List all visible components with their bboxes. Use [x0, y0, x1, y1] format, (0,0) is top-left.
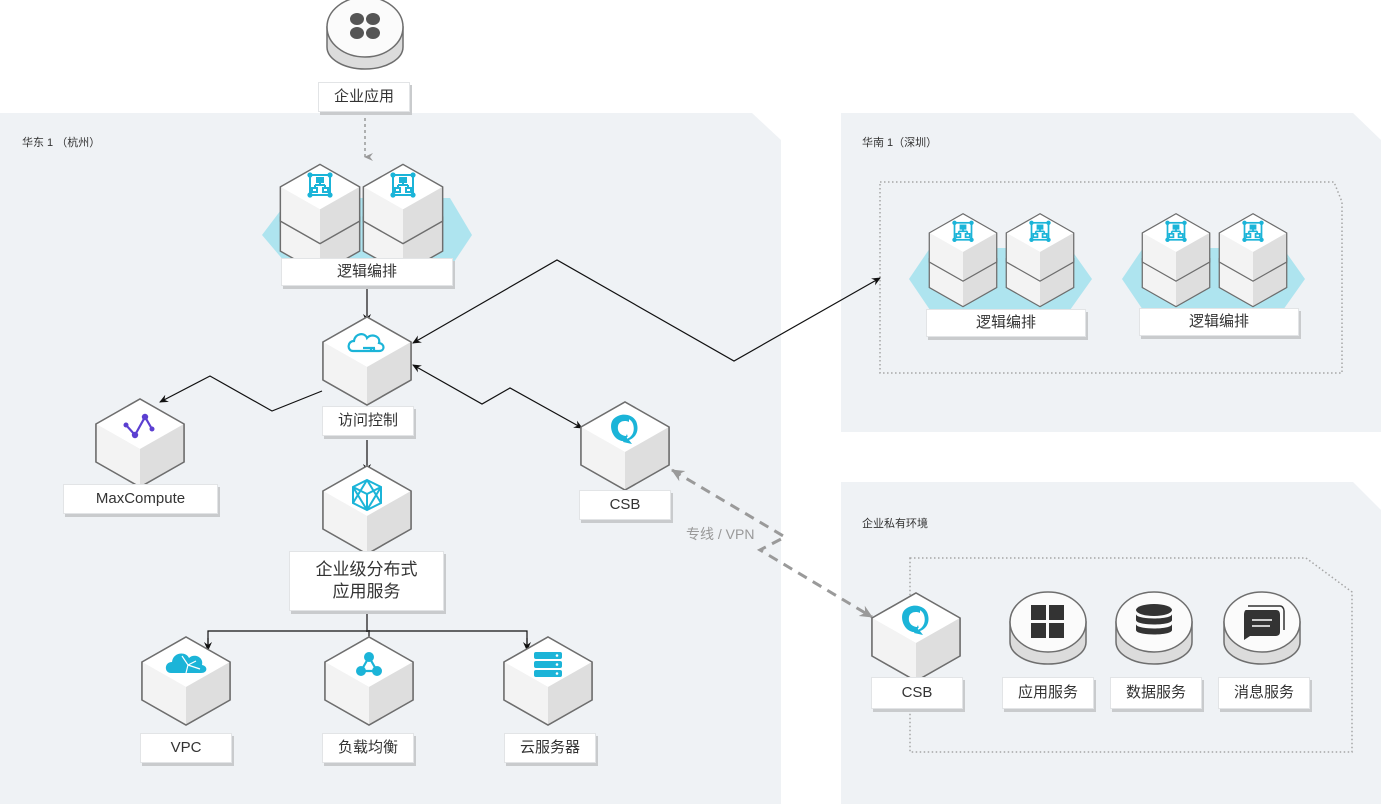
app-service-label: 应用服务 [1002, 677, 1094, 709]
orchestration-sz1-label: 逻辑编排 [926, 309, 1086, 337]
enterprise-app-node[interactable] [326, 0, 404, 70]
orchestration-sz2-label: 逻辑编排 [1139, 308, 1299, 336]
cloud-network-icon [165, 653, 207, 674]
edge-access-to-maxcompute [159, 375, 323, 412]
org-chart-icon [1142, 214, 1209, 307]
access-control-label: 访问控制 [322, 406, 414, 436]
vpn-link-label: 专线 / VPN [686, 526, 755, 542]
server-stack-icon [534, 652, 562, 677]
csb-hz-label: CSB [579, 490, 671, 520]
orchestration-hz-label: 逻辑编排 [281, 258, 453, 286]
region-title-hangzhou: 华东 1 （杭州） [22, 137, 101, 149]
line-graph-icon [123, 413, 155, 439]
region-private [841, 482, 1381, 804]
data-service-label: 数据服务 [1110, 677, 1202, 709]
edas-label-line2: 应用服务 [332, 582, 401, 601]
ecs-label: 云服务器 [504, 733, 596, 763]
slb-node[interactable] [324, 636, 414, 726]
edge-access-to-shenzhen [412, 259, 881, 362]
vpc-label: VPC [140, 733, 232, 763]
message-service-node[interactable] [1223, 591, 1301, 665]
orchestration-sz-node-1[interactable] [909, 214, 1092, 310]
data-service-node[interactable] [1115, 591, 1193, 665]
region-title-shenzhen: 华南 1（深圳） [862, 137, 938, 149]
app-service-node[interactable] [1009, 591, 1087, 665]
enterprise-app-label: 企业应用 [318, 82, 410, 112]
maxcompute-node[interactable] [95, 398, 185, 488]
grid-four-icon [1031, 605, 1064, 638]
edas-label: 企业级分布式 应用服务 [289, 551, 444, 611]
access-control-node[interactable] [322, 316, 412, 406]
four-petal-app-icon [350, 13, 380, 39]
org-chart-icon [929, 214, 996, 307]
slb-label: 负载均衡 [322, 733, 414, 763]
message-icon [1244, 605, 1285, 640]
org-chart-icon [1006, 214, 1073, 307]
ecs-node[interactable] [503, 636, 593, 726]
org-chart-icon [1219, 214, 1286, 307]
region-title-private: 企业私有环境 [862, 518, 928, 530]
orchestration-hz-node[interactable] [262, 164, 472, 273]
message-service-label: 消息服务 [1218, 677, 1310, 709]
orchestration-sz-node-2[interactable] [1122, 214, 1305, 310]
csb-private-label: CSB [871, 677, 963, 709]
cloud-key-icon [347, 333, 385, 353]
maxcompute-label: MaxCompute [63, 484, 218, 514]
edas-node[interactable] [322, 465, 412, 555]
private-group-boundary [909, 557, 1353, 753]
wireframe-box-icon [352, 478, 382, 512]
edge-vpn-link [671, 468, 873, 619]
edge-access-to-csb [412, 364, 583, 429]
triangle-nodes-icon [356, 652, 382, 676]
edas-label-line1: 企业级分布式 [315, 560, 418, 579]
database-icon [1136, 604, 1172, 635]
vpc-node[interactable] [141, 636, 231, 726]
